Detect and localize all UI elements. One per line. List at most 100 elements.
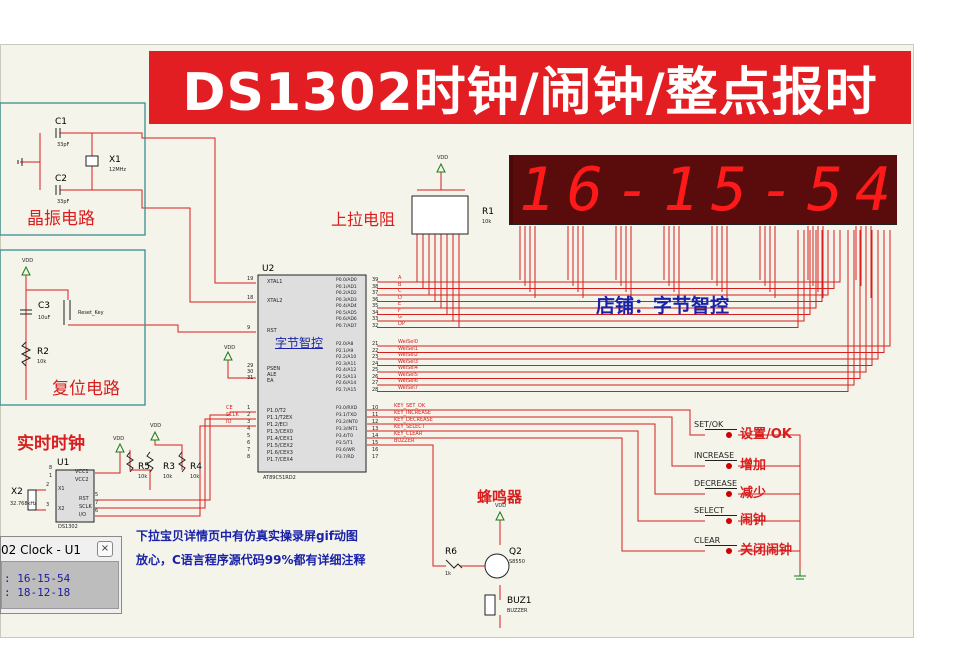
button-function-label: 设置/OK xyxy=(740,427,792,442)
button-function-label: 增加 xyxy=(740,458,767,473)
ds1302-pin-name: I/O xyxy=(79,512,87,518)
push-button-switch[interactable] xyxy=(705,545,737,554)
buzzer-section-label: 蜂鸣器 xyxy=(477,488,523,506)
net-label: WeiSel5 xyxy=(398,371,418,378)
note-line-2: 放心，C语言程序源代码99%都有详细注释 xyxy=(136,553,366,567)
x1-label: X1 xyxy=(109,155,121,165)
button-name-label: SELECT xyxy=(694,506,725,515)
lcd-time-line: : 16-15-54 xyxy=(4,572,71,585)
ds1302-pin-number: 8 xyxy=(49,465,53,471)
mcu-pin-name: P0.0/AD0 xyxy=(336,278,357,283)
button-name-label: DECREASE xyxy=(694,479,738,488)
segment-bus-line xyxy=(377,230,841,283)
q2-part: S8550 xyxy=(509,559,525,565)
lcd-screen: : 16-15-54 : 18-12-18 xyxy=(1,561,119,609)
push-button-switch[interactable] xyxy=(705,515,737,524)
mcu-pin-number: 36 xyxy=(372,296,379,303)
segment-bus-line xyxy=(377,230,799,328)
mcu-pin-name: RST xyxy=(267,328,277,334)
display-digit: 4 xyxy=(849,156,897,224)
mcu-pin-number: 29 xyxy=(247,363,254,369)
segment-bus-line xyxy=(377,230,805,322)
mcu-pin-number: 3 xyxy=(247,419,251,425)
lcd-date-line: : 18-12-18 xyxy=(4,586,71,599)
mcu-pin-name: P0.5/AD5 xyxy=(336,310,357,316)
mcu-pin-number: 5 xyxy=(247,433,251,439)
mcu-pin-name: PSEN xyxy=(267,366,281,372)
push-button-switch[interactable] xyxy=(705,429,737,438)
r1-value: 10k xyxy=(482,219,492,225)
mcu-pin-name: P1.4/CEX1 xyxy=(267,436,293,442)
display-digit: 1 xyxy=(513,156,561,224)
push-button-switch[interactable] xyxy=(705,488,737,497)
c2-value: 33pF xyxy=(57,199,70,205)
vdd-label: VDD xyxy=(224,345,236,351)
r5-label: R5 xyxy=(138,462,150,472)
mcu-pin-number: 10 xyxy=(372,405,379,411)
mcu-pin-number: 34 xyxy=(372,309,379,316)
mcu-pin-name: P3.7/RD xyxy=(336,455,354,460)
mcu-pin-number: 33 xyxy=(372,316,379,322)
mcu-pin-name: P0.3/AD3 xyxy=(336,297,357,303)
mcu-brand-label: 字节智控 xyxy=(275,336,324,350)
mcu-pin-name: P0.2/AD2 xyxy=(336,291,357,296)
net-label: A xyxy=(398,275,402,281)
button-name-label: INCREASE xyxy=(694,451,735,460)
mcu-pin-number: 21 xyxy=(372,341,379,347)
buz1-part: BUZZER xyxy=(507,608,528,614)
ds1302-pin-name: X2 xyxy=(58,506,65,512)
ds1302-pin-number: 7 xyxy=(95,500,99,506)
mcu-pin-number: 26 xyxy=(372,373,379,380)
mcu-pin-name: P1.6/CEX3 xyxy=(267,450,293,456)
mcu-pin-name: P0.4/AD4 xyxy=(336,304,357,309)
mcu-pin-number: 38 xyxy=(372,283,379,290)
display-digit: 1 xyxy=(657,156,705,224)
u1-label: U1 xyxy=(57,458,70,468)
digit-select-line xyxy=(377,230,879,360)
switch-contact-icon xyxy=(726,548,732,554)
switch-contact-icon xyxy=(726,463,732,469)
switch-contact-icon xyxy=(726,432,732,438)
c2-label: C2 xyxy=(55,174,68,184)
net-label: G xyxy=(398,314,402,320)
c1-value: 33pF xyxy=(57,142,70,148)
button-name-label: CLEAR xyxy=(694,536,721,545)
q2-label: Q2 xyxy=(509,547,522,557)
crystal-section-label: 晶振电路 xyxy=(27,209,95,229)
close-icon[interactable]: × xyxy=(97,541,113,557)
mcu-pin-name: P1.3/CEX0 xyxy=(267,429,293,435)
u1-part: DS1302 xyxy=(58,524,78,530)
clock-status-window[interactable]: 02 Clock - U1 × : 16-15-54 : 18-12-18 xyxy=(0,536,122,614)
segment-bus-line xyxy=(377,230,823,302)
mcu-pin-number: 18 xyxy=(247,295,254,301)
digit-select-line xyxy=(377,230,885,353)
r1-label: R1 xyxy=(482,207,494,217)
vdd-label: VDD xyxy=(437,155,449,161)
mcu-pin-name: P0.6/AD6 xyxy=(336,317,357,322)
mcu-pin-name: P1.2/ECI xyxy=(267,422,288,428)
vdd-label: VDD xyxy=(113,436,125,442)
mcu-pin-number: 9 xyxy=(247,325,251,331)
net-label: CE xyxy=(226,405,233,411)
mcu-pin-name: P3.0/RXD xyxy=(336,406,358,411)
mcu-pin-number: 8 xyxy=(247,454,251,460)
reset-key-label: Reset_Key xyxy=(78,310,104,316)
button-function-label: 关闭闹钟 xyxy=(740,543,793,558)
net-label: KEY_SET_OK xyxy=(394,403,426,409)
display-digit: - xyxy=(753,156,801,224)
net-label: KEY_SELECT xyxy=(394,424,425,430)
vdd-label: VDD xyxy=(150,423,162,429)
mcu-pin-number: 23 xyxy=(372,354,379,360)
mcu-pin-name: P2.0/A8 xyxy=(336,342,354,347)
display-digit: 6 xyxy=(561,156,609,224)
digit-select-line xyxy=(377,230,873,366)
note-line-1: 下拉宝贝详情页中有仿真实操录屏gif动图 xyxy=(136,529,358,543)
push-button-switch[interactable] xyxy=(705,460,737,469)
ds1302-pin-name: VCC2 xyxy=(75,477,89,483)
switch-contact-icon xyxy=(726,518,732,524)
mcu-pin-name: P2.7/A15 xyxy=(336,387,357,393)
net-label: KEY_INCREASE xyxy=(394,410,432,416)
net-label: WeiSel3 xyxy=(398,358,418,365)
ds1302-pin-number: 3 xyxy=(46,502,50,508)
